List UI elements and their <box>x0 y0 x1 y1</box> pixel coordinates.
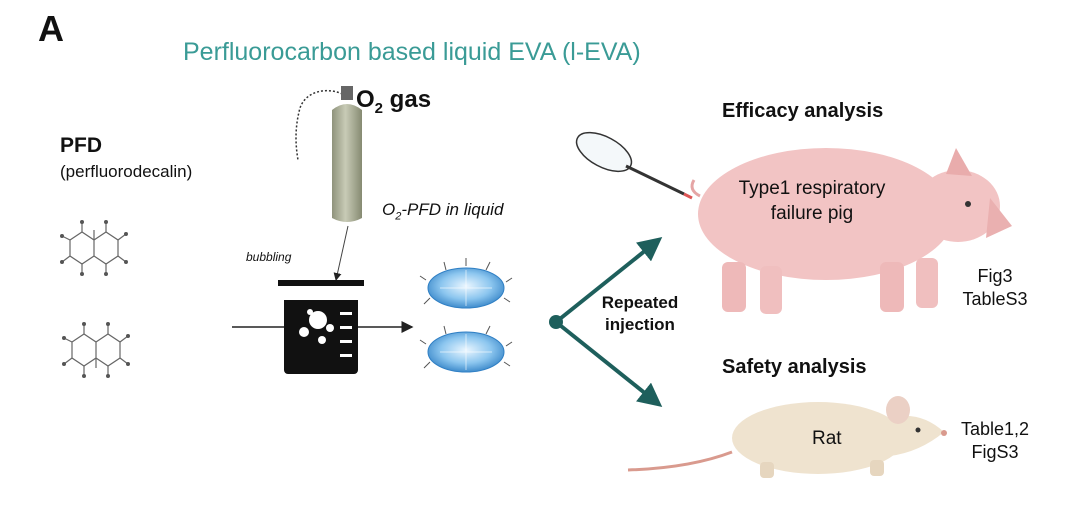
route-line-2: injection <box>605 315 675 334</box>
efficacy-heading: Efficacy analysis <box>722 100 884 122</box>
route-line-1: Repeated <box>601 293 679 312</box>
o2-subscript: 2 <box>374 99 384 117</box>
liquid-prefix: O <box>382 200 396 219</box>
panel-label: A <box>38 8 64 49</box>
rat-model-label: Rat <box>812 428 842 449</box>
beaker-icon <box>278 280 364 374</box>
gas-cylinder-icon <box>295 86 362 222</box>
oxygen-gas-label: O2 gas <box>356 86 431 117</box>
pig-icon <box>690 148 1012 314</box>
pig-model-line-1: Type1 respiratory <box>738 178 886 199</box>
pig-model-label: Type1 respiratory failure pig <box>712 176 912 226</box>
safety-ref-1: Table1,2 <box>960 419 1030 439</box>
liquid-suffix: -PFD in liquid <box>401 200 504 219</box>
route-label: Repeated injection <box>580 292 700 336</box>
figure-title: Perfluorocarbon based liquid EVA (l-EVA) <box>183 38 641 66</box>
liquid-subscript: 2 <box>395 210 402 223</box>
safety-heading: Safety analysis <box>722 356 867 378</box>
o2-prefix: O <box>356 86 375 113</box>
molecule-icon <box>60 220 128 276</box>
safety-ref-2: FigS3 <box>971 442 1019 462</box>
droplet-icon <box>419 258 513 309</box>
bubbling-label: bubbling <box>246 250 292 264</box>
pfd-full-name: (perfluorodecalin) <box>60 162 193 181</box>
syringe-icon <box>575 131 693 200</box>
o2-pfd-liquid-label: O2-PFD in liquid <box>382 200 503 222</box>
rat-icon <box>627 396 947 478</box>
pig-model-line-2: failure pig <box>770 203 854 224</box>
branch-arrows <box>549 237 663 407</box>
efficacy-references: Fig3 TableS3 <box>940 265 1050 311</box>
droplet-icon <box>419 325 513 373</box>
molecule-icon <box>62 322 130 378</box>
efficacy-ref-1: Fig3 <box>977 266 1013 286</box>
efficacy-ref-2: TableS3 <box>962 289 1028 309</box>
safety-references: Table1,2 FigS3 <box>940 418 1050 464</box>
o2-suffix: gas <box>383 86 432 113</box>
pfd-name: PFD <box>60 134 102 157</box>
